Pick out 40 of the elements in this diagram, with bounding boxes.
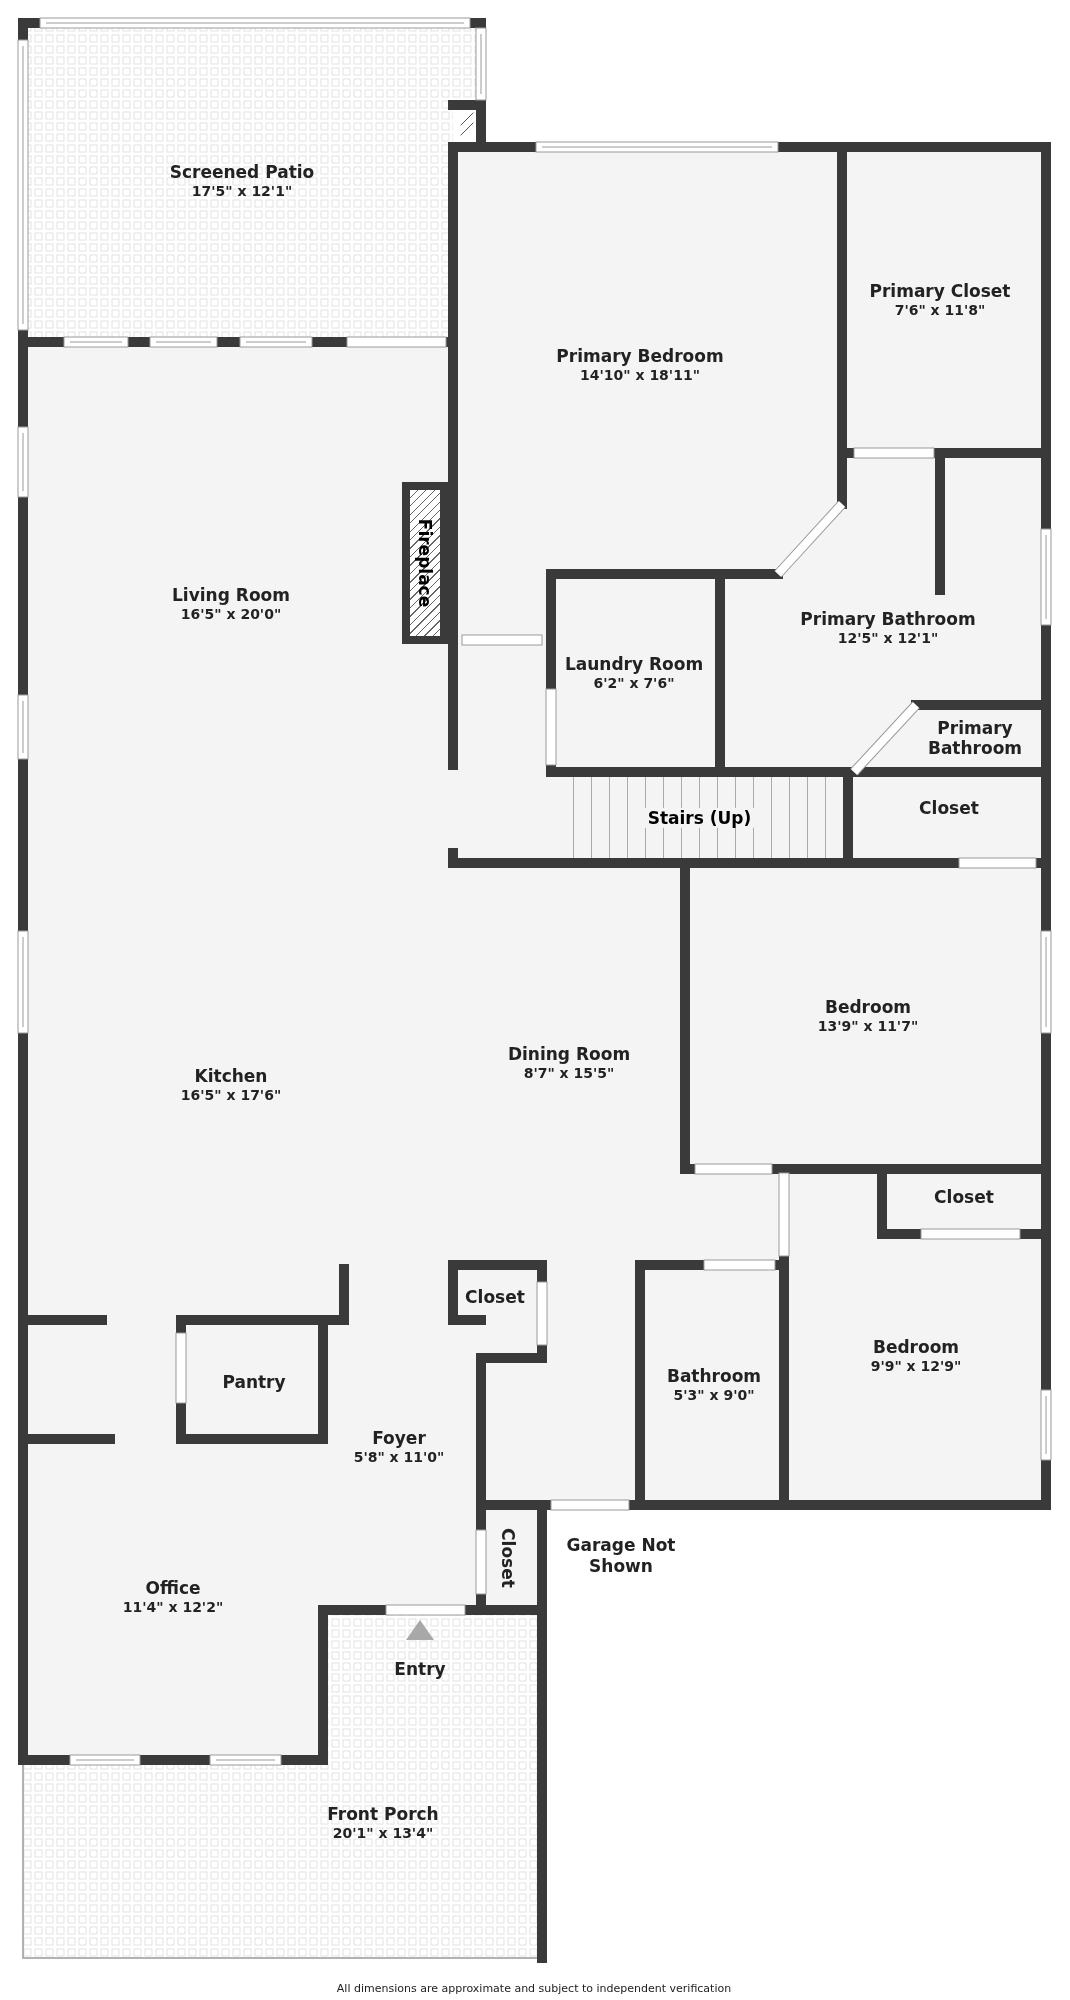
area-note: Garage Not Shown <box>566 1534 676 1578</box>
room-dimensions: 8'7" x 15'5" <box>522 1064 616 1083</box>
room-dimensions: 12'5" x 12'1" <box>836 629 940 648</box>
room-name: Bathroom <box>666 1365 762 1387</box>
room-dimensions: 7'6" x 11'8" <box>893 301 987 320</box>
room-name: Primary Closet <box>869 280 1011 302</box>
room-name: Living Room <box>172 584 290 606</box>
room-name: Primary Bedroom <box>556 345 724 367</box>
room-name: Closet <box>934 1186 994 1208</box>
room-dimensions: 14'10" x 18'11" <box>579 366 701 385</box>
room-name: Primary Bathroom <box>926 717 1024 759</box>
disclaimer-note: All dimensions are approximate and subject to independent verification <box>336 1982 732 1996</box>
room-dimensions: 16'5" x 17'6" <box>180 1086 282 1105</box>
room-dimensions: 17'5" x 12'1" <box>190 182 294 201</box>
room-name: Kitchen <box>193 1065 269 1087</box>
room-name: Closet <box>465 1286 525 1308</box>
room-name: Laundry Room <box>564 653 704 675</box>
room-name: Fireplace <box>414 518 436 608</box>
room-name: Office <box>144 1577 202 1599</box>
room-dimensions: 16'5" x 20'0" <box>179 605 283 624</box>
room-name: Stairs (Up) <box>643 807 756 828</box>
room-name: Closet <box>497 1528 519 1588</box>
room-dimensions: 5'8" x 11'0" <box>353 1448 445 1467</box>
room-dimensions: 20'1" x 13'4" <box>331 1824 435 1843</box>
room-name: Closet <box>919 797 979 819</box>
fireplace <box>402 482 448 644</box>
room-dimensions: 6'2" x 7'6" <box>592 674 676 693</box>
room-name: Pantry <box>222 1371 286 1393</box>
room-name: Front Porch <box>327 1803 439 1825</box>
room-name: Screened Patio <box>169 161 315 183</box>
room-name: Foyer <box>371 1427 427 1449</box>
room-dimensions: 9'9" x 12'9" <box>870 1357 962 1376</box>
room-name: Primary Bathroom <box>800 608 976 630</box>
room-name: Bedroom <box>871 1336 961 1358</box>
room-name: Bedroom <box>823 996 913 1018</box>
room-name: Dining Room <box>507 1043 631 1065</box>
entry-label: Entry <box>394 1659 446 1681</box>
room-dimensions: 11'4" x 12'2" <box>122 1598 224 1617</box>
room-dimensions: 13'9" x 11'7" <box>817 1017 919 1036</box>
room-dimensions: 5'3" x 9'0" <box>672 1386 756 1405</box>
